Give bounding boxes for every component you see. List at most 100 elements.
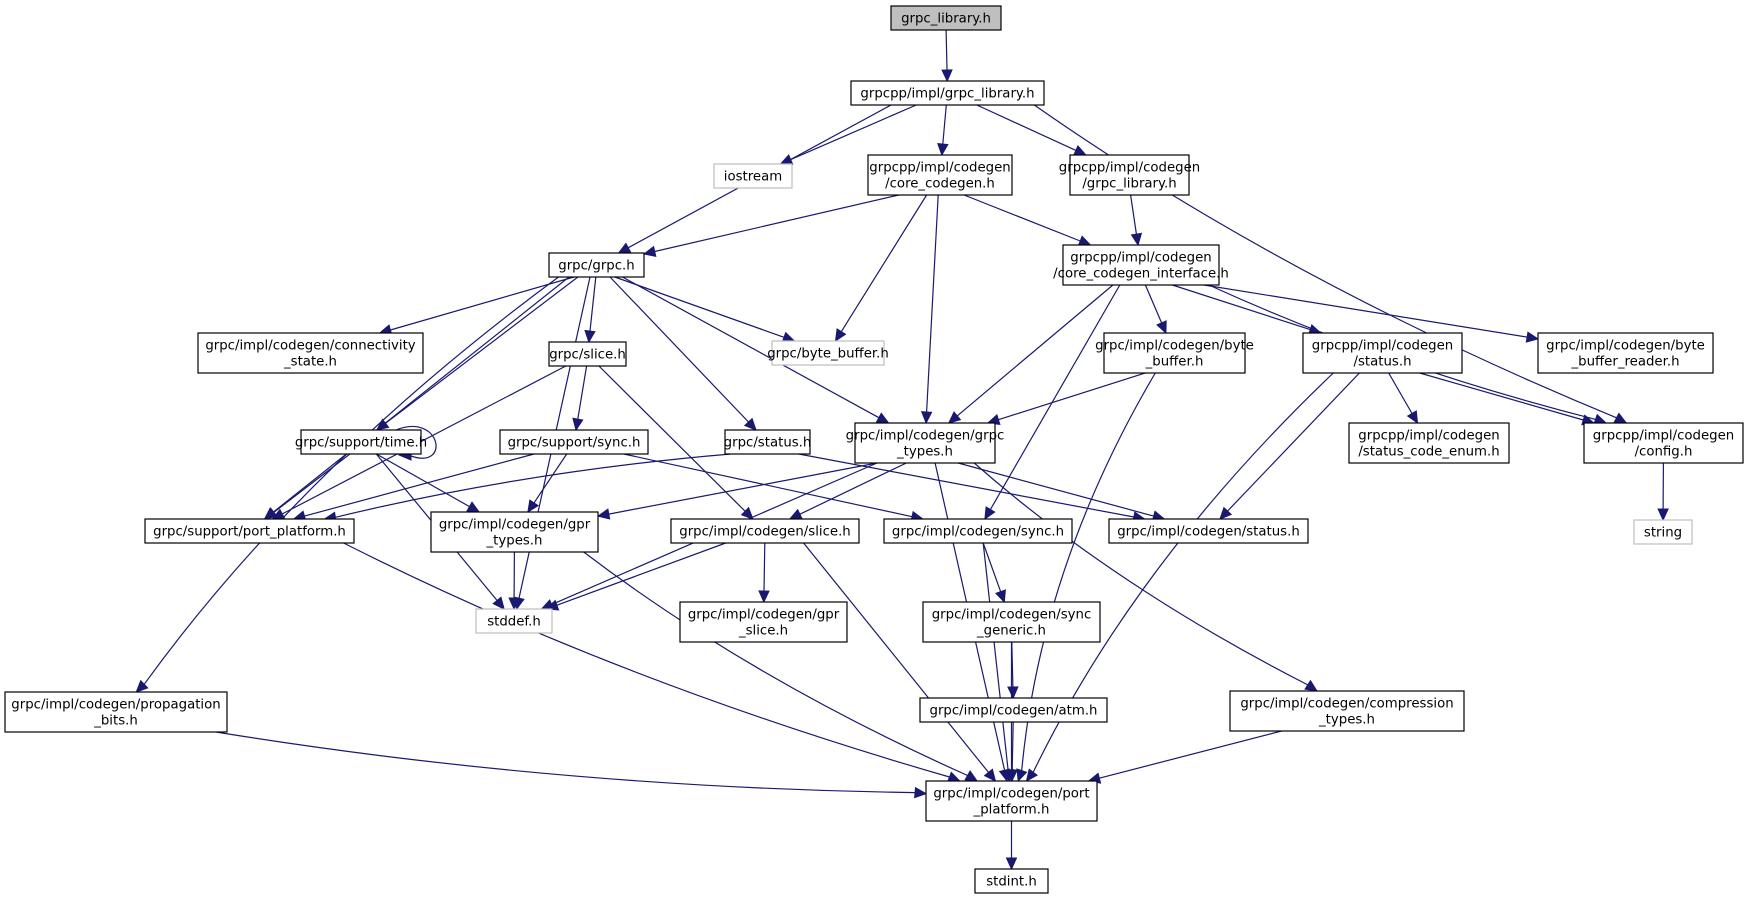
edge-line: [798, 453, 1134, 518]
edge-line: [589, 276, 597, 332]
node-core-codegen[interactable]: grpcpp/impl/codegen/core_codegen.h: [867, 154, 1013, 196]
node-label: grpc/impl/codegen/sync: [932, 608, 1092, 623]
node-box: [713, 163, 793, 189]
arrowhead-icon: [743, 417, 757, 431]
node-codegen-slice[interactable]: grpc/impl/codegen/slice.h: [670, 518, 860, 544]
node-label: _slice.h: [738, 624, 788, 639]
arrowhead-icon: [1005, 857, 1018, 871]
node-label: grpc/impl/codegen/atm.h: [930, 704, 1098, 719]
node-status-h[interactable]: grpc/status.h: [724, 429, 812, 455]
node-cpp-status[interactable]: grpcpp/impl/codegen/status.h: [1302, 332, 1463, 374]
edge-grpcpp-grpc-library-to-core-codegen: [937, 104, 949, 157]
node-box: [548, 341, 627, 367]
edge-line: [1033, 104, 1617, 419]
node-box: [925, 780, 1098, 822]
node-box: [1062, 244, 1220, 286]
node-label: grpcpp/impl/codegen: [1070, 251, 1211, 266]
edge-grpc-h-to-slice-h: [584, 276, 597, 344]
node-codegen-port-platform[interactable]: grpc/impl/codegen/port_platform.h: [925, 780, 1098, 822]
node-connectivity-state[interactable]: grpc/impl/codegen/connectivity_state.h: [197, 332, 424, 374]
arrowhead-icon: [1025, 768, 1039, 782]
edge-root-to-grpcpp-grpc-library: [941, 29, 953, 83]
node-codegen-grpc-library[interactable]: grpcpp/impl/codegen/grpc_library.h: [1059, 154, 1200, 196]
node-box: [499, 429, 649, 455]
node-gpr-types[interactable]: grpc/impl/codegen/gpr_types.h: [430, 511, 599, 553]
node-grpc-types[interactable]: grpc/impl/codegen/grpc_types.h: [846, 422, 1005, 464]
node-box: [1302, 332, 1463, 374]
node-box: [1633, 519, 1693, 545]
node-gpr-slice[interactable]: grpc/impl/codegen/gpr_slice.h: [679, 601, 848, 643]
node-codegen-byte-buffer[interactable]: grpc/impl/codegen/byte_buffer.h: [1095, 332, 1254, 374]
edge-line: [926, 194, 939, 413]
edge-line: [623, 453, 913, 518]
node-support-time[interactable]: grpc/support/time.h: [295, 429, 427, 455]
arrowhead-icon: [740, 506, 754, 520]
edge-line: [654, 194, 899, 253]
edge-line: [556, 542, 726, 606]
arrowhead-icon: [964, 770, 979, 782]
node-label: _types.h: [1318, 713, 1375, 728]
edge-cpp-status-to-status-code-enum: [1388, 372, 1419, 425]
node-grpc-h[interactable]: grpc/grpc.h: [548, 252, 645, 278]
node-codegen-sync[interactable]: grpc/impl/codegen/sync.h: [883, 518, 1073, 544]
arrowhead-icon: [1073, 144, 1088, 156]
node-config-h[interactable]: grpcpp/impl/codegen/config.h: [1583, 422, 1744, 464]
arrowhead-icon: [1406, 410, 1419, 425]
node-codegen-status[interactable]: grpc/impl/codegen/status.h: [1108, 518, 1309, 544]
node-support-sync[interactable]: grpc/support/sync.h: [499, 429, 649, 455]
edge-config-h-to-string: [1657, 462, 1669, 522]
node-byte-buffer-reader[interactable]: grpc/impl/codegen/byte_buffer_reader.h: [1537, 332, 1714, 374]
node-label: stdint.h: [986, 875, 1037, 890]
edge-line: [976, 104, 1077, 151]
edge-core-codegen-to-grpc-types: [920, 194, 939, 425]
node-label: grpc/impl/codegen/port: [933, 787, 1089, 802]
edge-line: [1172, 284, 1311, 331]
node-root: grpc_library.h: [890, 5, 1002, 31]
edge-line: [533, 453, 568, 504]
node-box: [679, 601, 848, 643]
arrowhead-icon: [264, 507, 278, 520]
arrowhead-icon: [1007, 686, 1019, 700]
arrowhead-icon: [1657, 508, 1669, 522]
edge-grpc-h-to-propagation-bits: [135, 276, 559, 693]
node-label: grpc/support/port_platform.h: [153, 525, 346, 540]
node-sync-generic[interactable]: grpc/impl/codegen/sync_generic.h: [922, 601, 1101, 643]
node-label: _buffer_reader.h: [1571, 355, 1680, 370]
edge-codegen-sync-to-codegen-port-platform: [982, 542, 1014, 783]
node-label: grpcpp/impl/grpc_library.h: [860, 87, 1034, 102]
edge-grpc-h-to-connectivity-state: [378, 276, 575, 336]
node-box: [1069, 154, 1190, 196]
node-slice-h[interactable]: grpc/slice.h: [548, 341, 627, 367]
node-label: /status_code_enum.h: [1358, 445, 1499, 460]
node-label: grpcpp/impl/codegen: [869, 161, 1010, 176]
edge-slice-h-to-support-sync: [572, 365, 588, 432]
node-status-code-enum[interactable]: grpcpp/impl/codegen/status_code_enum.h: [1348, 422, 1510, 464]
edge-cpp-status-to-codegen-status: [1219, 372, 1360, 520]
edge-line: [385, 276, 579, 424]
edge-line: [763, 542, 766, 592]
edge-core-codegen-to-grpc-h: [642, 194, 899, 258]
arrowhead-icon: [492, 596, 505, 610]
edge-support-sync-to-gpr-types: [527, 453, 568, 514]
arrowhead-icon: [1525, 331, 1540, 343]
edge-line: [982, 542, 1009, 771]
node-byte-buffer-h: grpc/byte_buffer.h: [767, 340, 889, 366]
node-label: grpc/support/time.h: [295, 436, 427, 451]
node-propagation-bits[interactable]: grpc/impl/codegen/propagation_bits.h: [4, 691, 228, 733]
node-box: [475, 608, 553, 634]
node-box: [1103, 332, 1246, 374]
node-label: grpcpp/impl/codegen: [1059, 161, 1200, 176]
edge-line: [343, 542, 950, 778]
node-compression-types[interactable]: grpc/impl/codegen/compression_types.h: [1229, 690, 1465, 732]
node-label: grpc/impl/codegen/connectivity: [205, 339, 415, 354]
edge-atm-h-to-codegen-port-platform: [1006, 721, 1018, 783]
node-atm-h[interactable]: grpc/impl/codegen/atm.h: [919, 697, 1108, 723]
edge-line: [376, 453, 470, 508]
node-stdint[interactable]: stdint.h: [974, 868, 1049, 894]
node-grpcpp-grpc-library[interactable]: grpcpp/impl/grpc_library.h: [850, 80, 1045, 106]
node-core-codegen-interface[interactable]: grpcpp/impl/codegen/core_codegen_interfa…: [1053, 244, 1229, 286]
edge-codegen-byte-buffer-to-grpc-types: [986, 372, 1146, 425]
arrowhead-icon: [984, 506, 996, 521]
node-support-port-platform[interactable]: grpc/support/port_platform.h: [144, 518, 355, 544]
node-label: grpc/impl/codegen/sync.h: [892, 525, 1064, 540]
